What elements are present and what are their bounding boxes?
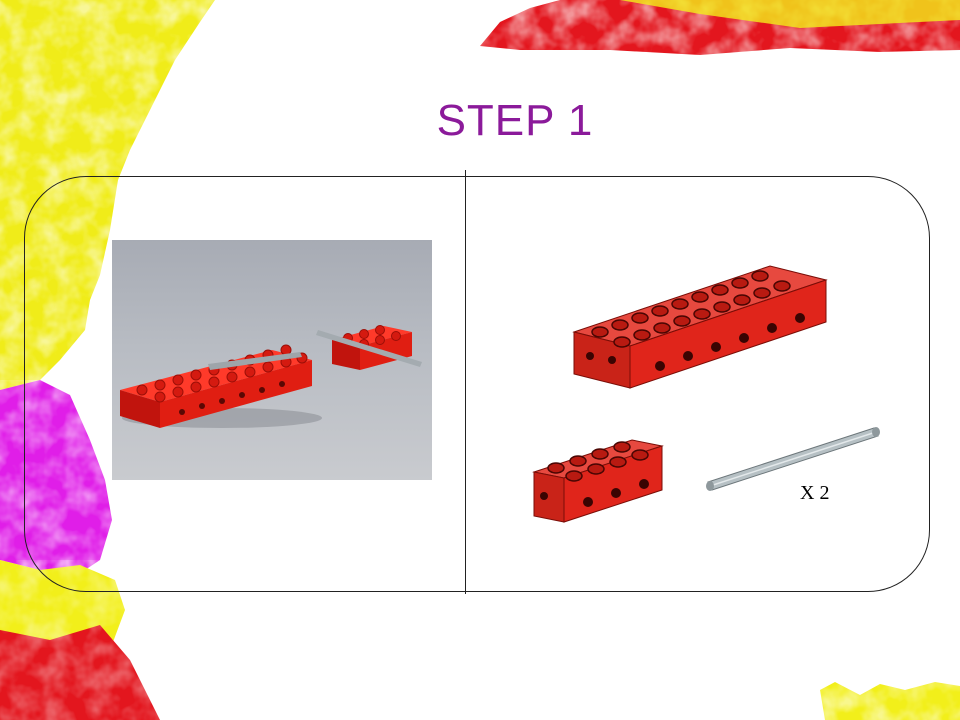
part-axle xyxy=(706,427,880,491)
photo-long-brick xyxy=(120,344,312,428)
part-long-brick xyxy=(572,265,828,389)
frame-divider xyxy=(465,170,466,594)
content-frame xyxy=(24,176,930,592)
part-small-brick xyxy=(532,439,664,523)
assembled-photo xyxy=(112,240,432,480)
quantity-label: X 2 xyxy=(800,482,830,504)
parts-diagram xyxy=(532,265,880,523)
slide-title: STEP 1 xyxy=(436,96,594,145)
